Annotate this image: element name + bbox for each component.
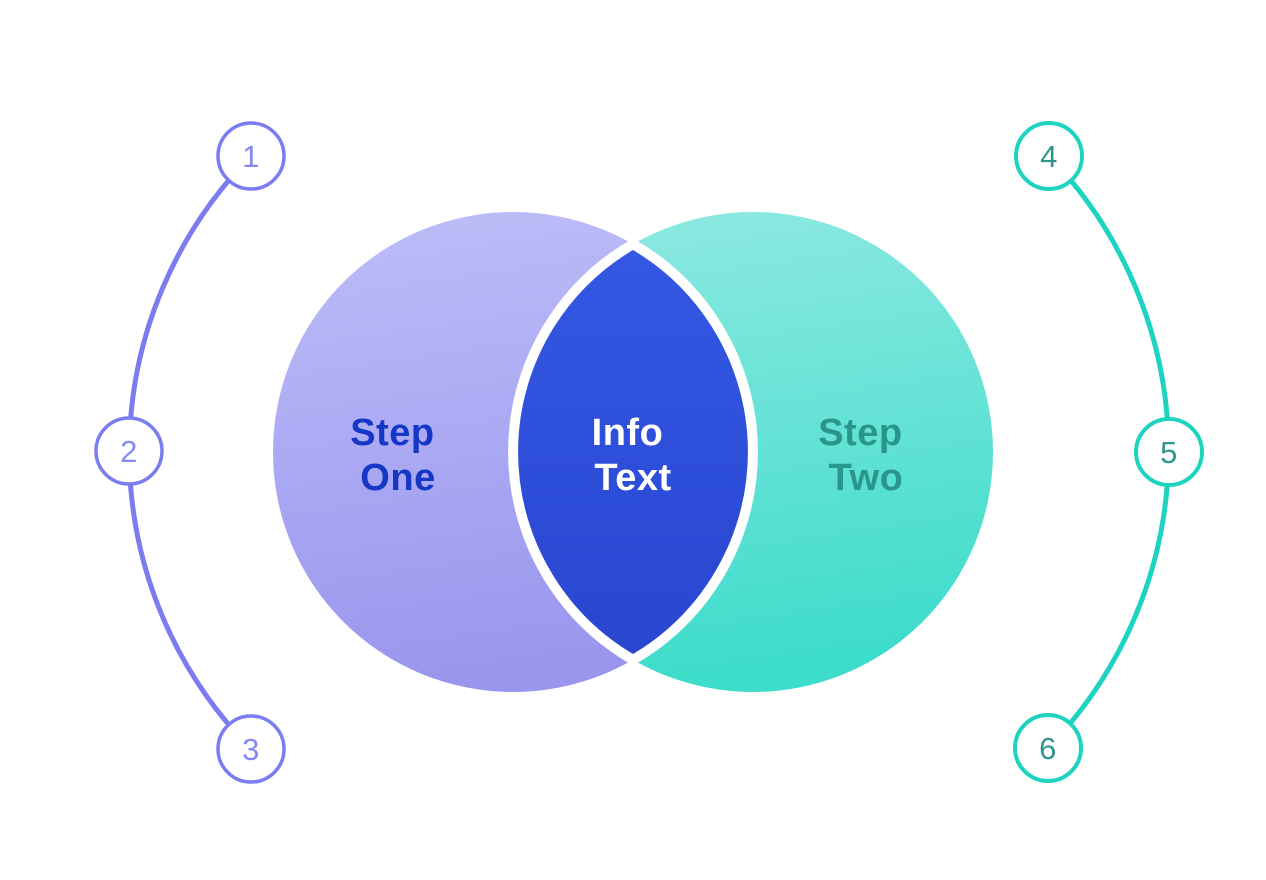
step-marker-4-number: 4 bbox=[1040, 139, 1058, 174]
step-marker-2: 2 bbox=[94, 416, 164, 486]
step-marker-2-number: 2 bbox=[120, 434, 138, 469]
step-marker-6-number: 6 bbox=[1039, 731, 1057, 766]
step-marker-1-number: 1 bbox=[242, 139, 260, 174]
step-marker-1-circle bbox=[216, 121, 286, 191]
left-circle-label-line2: One bbox=[360, 457, 435, 499]
step-marker-6-circle bbox=[1013, 713, 1083, 783]
right-circle-label-line2: Two bbox=[829, 457, 904, 499]
step-marker-6: 6 bbox=[1013, 713, 1083, 783]
venn-intersection-lens bbox=[508, 239, 758, 665]
step-marker-4-circle bbox=[1014, 121, 1084, 191]
left-circle-label: Step One bbox=[350, 412, 445, 499]
step-marker-3: 3 bbox=[216, 714, 286, 784]
intersection-label-line2: Text bbox=[594, 457, 671, 499]
step-marker-5-circle bbox=[1134, 417, 1204, 487]
step-marker-3-circle bbox=[216, 714, 286, 784]
step-marker-3-number: 3 bbox=[242, 732, 260, 767]
step-marker-5-number: 5 bbox=[1160, 435, 1178, 470]
right-circle-label-line1: Step bbox=[818, 412, 902, 454]
right-circle-label: Step Two bbox=[818, 412, 913, 499]
step-marker-1: 1 bbox=[216, 121, 286, 191]
step-marker-4: 4 bbox=[1014, 121, 1084, 191]
intersection-label: Info Text bbox=[592, 412, 675, 499]
step-marker-5: 5 bbox=[1134, 417, 1204, 487]
step-marker-2-circle bbox=[94, 416, 164, 486]
left-circle-label-line1: Step bbox=[350, 412, 434, 454]
intersection-label-line1: Info bbox=[592, 412, 664, 454]
